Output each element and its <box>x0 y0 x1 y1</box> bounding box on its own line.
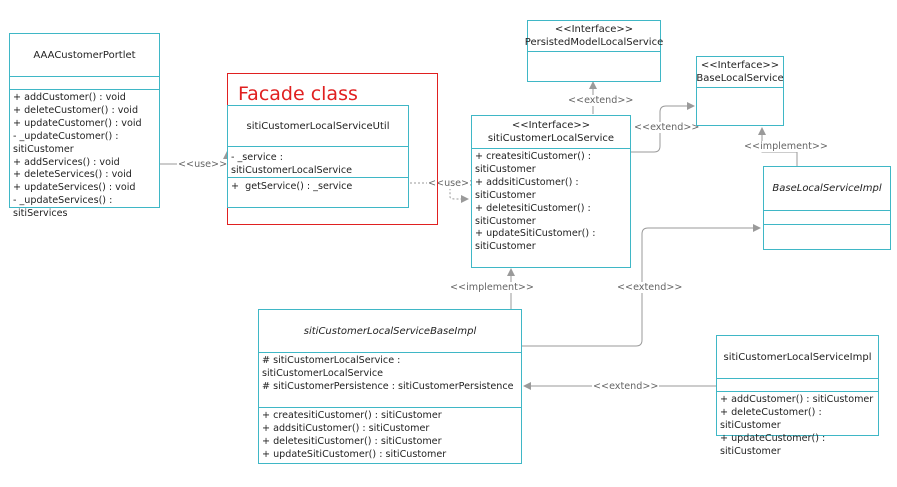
class-name: sitiCustomerLocalServiceImpl <box>723 351 872 363</box>
extend-label-baselocal: <<extend>> <box>633 122 701 133</box>
interface-baselocalservice[interactable]: <<Interface>> BaseLocalService <box>696 56 784 126</box>
method: + addCustomer() : void <box>13 92 126 103</box>
attribute: - _service : sitiCustomerLocalService <box>231 152 353 176</box>
stereotype: <<Interface>> <box>554 24 634 35</box>
facade-title: Facade class <box>238 83 358 105</box>
method: + deletesitiCustomer() : sitiCustomer <box>262 435 442 447</box>
attribute: # sitiCustomerLocalService : sitiCustome… <box>262 355 404 379</box>
use-link-util-localservice <box>410 182 469 203</box>
implement-label-base: <<implement>> <box>743 141 829 152</box>
attributes-section: - _service : sitiCustomerLocalService <box>228 146 408 177</box>
methods-section: + getService() : _service <box>228 177 408 196</box>
extend-label-persisted: <<extend>> <box>567 95 635 106</box>
method: + updateSitiCustomer() : sitiCustomer <box>262 448 447 460</box>
method: + addServices() : void <box>13 156 120 168</box>
class-siticustomerlocalservicebaseimpl[interactable]: sitiCustomerLocalServiceBaseImpl # sitiC… <box>258 309 522 464</box>
class-name: AAACustomerPortlet <box>33 49 136 61</box>
method: sitiCustomer <box>475 189 536 201</box>
methods-section <box>764 224 890 249</box>
method: + createsitiCustomer() : <box>475 151 592 162</box>
method: + updateSitiCustomer() : <box>475 228 596 240</box>
method: sitiCustomer <box>475 163 536 175</box>
body-section <box>528 51 660 82</box>
stereotype: <<Interface>> <box>700 60 780 71</box>
class-siticustomerlocalserviceutil[interactable]: sitiCustomerLocalServiceUtil - _service … <box>227 105 409 208</box>
method: + createsitiCustomer() : sitiCustomer <box>262 410 442 421</box>
attributes-section <box>764 210 890 224</box>
method: + deleteCustomer() : sitiCustomer <box>720 406 825 431</box>
attributes-section <box>10 76 159 89</box>
attribute: # sitiCustomerPersistence : sitiCustomer… <box>262 380 514 392</box>
attributes-section: # sitiCustomerLocalService : sitiCustome… <box>259 352 521 407</box>
stereotype: <<Interface>> <box>511 120 591 131</box>
method: + addCustomer() : sitiCustomer <box>720 394 874 405</box>
methods-section: + createsitiCustomer() : sitiCustomer + … <box>259 407 521 464</box>
extend-label-impl: <<extend>> <box>592 381 660 392</box>
method: + updateServices() : void <box>13 182 136 194</box>
methods-section: + addCustomer() : sitiCustomer + deleteC… <box>717 391 878 461</box>
implement-link-baseimpl-baselocal <box>758 127 798 166</box>
method: sitiCustomer <box>475 241 536 253</box>
class-name: sitiCustomerLocalServiceUtil <box>246 120 390 132</box>
interface-name: sitiCustomerLocalService <box>487 133 615 144</box>
body-section <box>697 87 783 126</box>
interface-persistedmodellocalservice[interactable]: <<Interface>> PersistedModelLocalService <box>524 20 664 82</box>
methods-section: + addCustomer() : void + deleteCustomer(… <box>10 89 159 223</box>
methods-section: + createsitiCustomer() : sitiCustomer + … <box>472 148 630 256</box>
method: + deleteCustomer() : void <box>13 104 139 116</box>
method: - _updateServices() : sitiServices <box>13 195 116 220</box>
class-siticustomerlocalserviceimpl[interactable]: sitiCustomerLocalServiceImpl + addCustom… <box>716 335 879 457</box>
extend-label-baseimpl: <<extend>> <box>616 282 684 293</box>
interface-name: BaseLocalService <box>696 73 784 84</box>
use-label-2: <<use>> <box>427 178 479 189</box>
class-baselocalserviceimpl[interactable]: BaseLocalServiceImpl <box>763 166 891 250</box>
interface-siticustomerlocalservice[interactable]: <<Interface>> sitiCustomerLocalService +… <box>471 115 631 268</box>
method: + deleteServices() : void <box>13 169 132 181</box>
method: + addsitiCustomer() : <box>475 176 579 188</box>
method: + addsitiCustomer() : sitiCustomer <box>262 422 430 434</box>
interface-name: PersistedModelLocalService <box>524 37 664 48</box>
method: - _updateCustomer() : <box>13 130 119 142</box>
class-name: sitiCustomerLocalServiceBaseImpl <box>303 325 477 337</box>
method: + updateCustomer() : sitiCustomer <box>720 432 829 457</box>
method: sitiCustomer <box>13 143 74 155</box>
use-label-1: <<use>> <box>177 159 229 170</box>
implement-label-local: <<implement>> <box>449 282 535 293</box>
class-name: BaseLocalServiceImpl <box>772 183 882 194</box>
method: + updateCustomer() : void <box>13 117 142 129</box>
method: + deletesitiCustomer() : <box>475 202 591 214</box>
class-aaacustomerportlet[interactable]: AAACustomerPortlet + addCustomer() : voi… <box>9 33 160 219</box>
method: sitiCustomer <box>475 215 536 227</box>
method: + getService() : _service <box>231 181 353 192</box>
attributes-section <box>717 378 878 391</box>
